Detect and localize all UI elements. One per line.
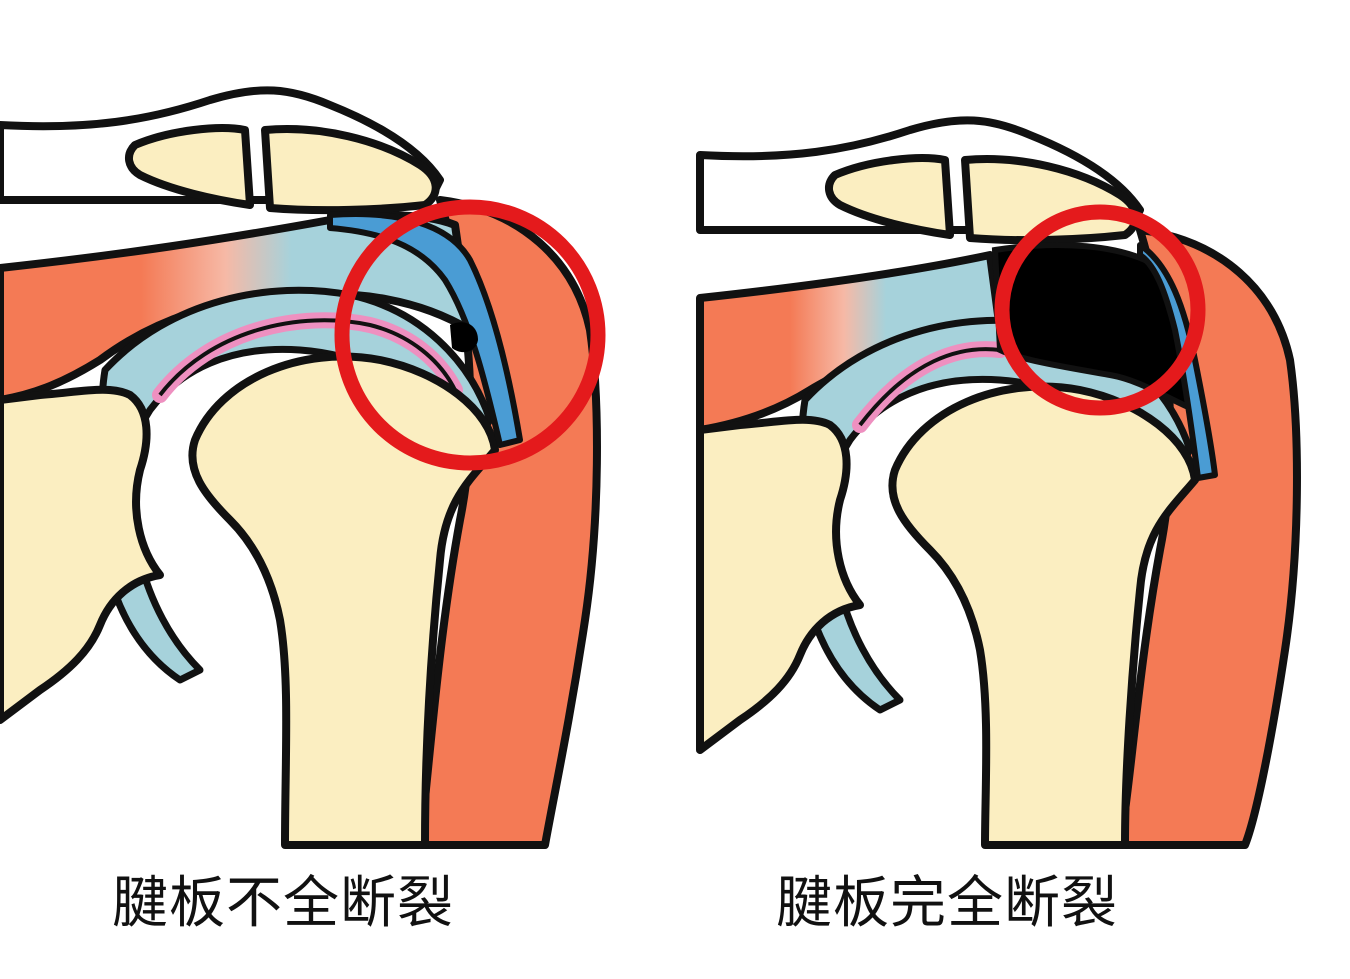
humerus <box>188 352 499 849</box>
scapula-glenoid <box>0 385 164 724</box>
caption-partial-tear: 腱板不全断裂 <box>112 871 454 936</box>
humerus <box>888 382 1199 849</box>
partial-tear <box>450 322 478 353</box>
acromion-bone-1 <box>125 124 254 209</box>
caption-complete-tear: 腱板完全断裂 <box>776 871 1118 936</box>
rotator-cuff-tendon <box>327 211 523 448</box>
highlight-circle <box>994 204 1206 416</box>
supraspinatus-muscle <box>0 211 474 404</box>
complete-tear-illustration <box>696 116 1301 849</box>
partial-tear-illustration <box>0 86 606 849</box>
scapula-glenoid <box>696 415 864 754</box>
highlight-circle <box>334 199 606 471</box>
acromion-bone-2 <box>261 125 440 215</box>
acromion-bone-1 <box>825 154 954 239</box>
rotator-cuff-tendon <box>1137 242 1218 481</box>
